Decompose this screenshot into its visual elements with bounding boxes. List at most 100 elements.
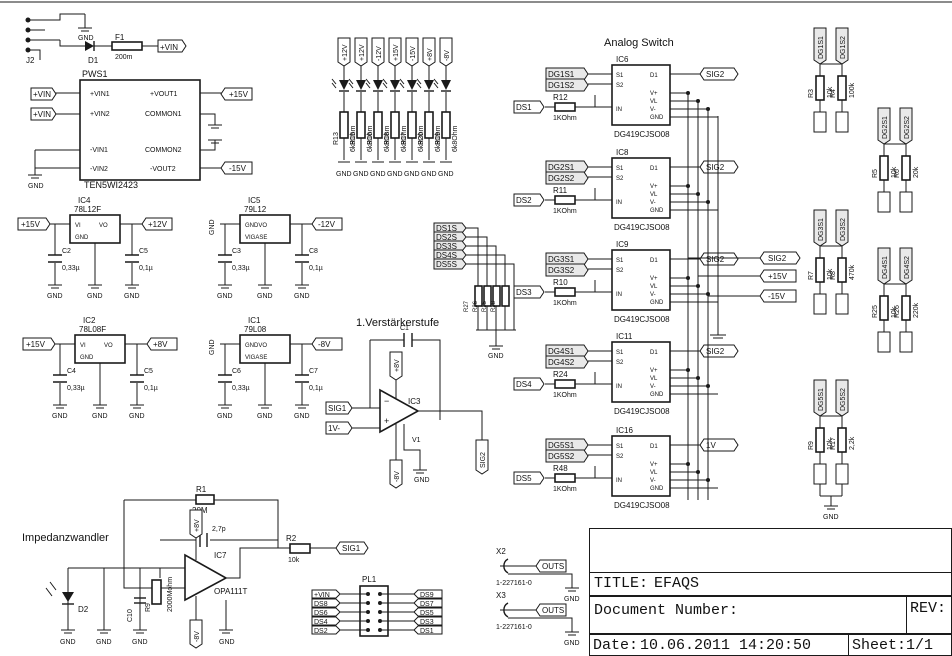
regulator-pin: VI [80,343,86,349]
switch-pin: D1 [650,73,658,79]
regulator-out-flag [311,337,343,351]
regulator-in-flag [17,217,51,231]
switch-pin: GND [650,486,664,492]
switch-out-flag [699,252,739,266]
header-right-flag [413,607,443,617]
switch-pin: IN [616,107,622,113]
r9-value: 2000Mohm [167,577,174,612]
led-symbol [441,80,451,90]
divider-resistor [815,75,825,101]
switch-pin: D1 [650,166,658,172]
conv-pin: +VOUT1 [150,91,178,98]
switch-pin: S2 [616,360,624,366]
switch-s2-flag [545,263,589,277]
cap-value: 0,33µ [62,265,80,272]
gnd-label: GND [257,413,273,420]
ic7-part: OPA111T [214,587,247,596]
divider-ref-flag [835,293,849,315]
divider-r1-value: 10k [891,166,898,178]
gnd-label: GND [217,413,233,420]
cap-value: 0,1µ [309,265,323,272]
cap-label: C7 [309,368,318,375]
header-left-label: DS8 [314,601,328,608]
analog-switch-ic9: IC9DG419CJSO08S1S2IND1V+VLV-GNDDG3S1DG3S… [513,240,739,324]
divider-r1-label: R9 [808,441,815,450]
switch-out-flag [699,160,739,174]
header-right-label: DS1 [420,628,434,635]
divider-flag-label: DG2S2 [904,116,911,139]
led-resistor [390,111,400,139]
header-right-flag [413,598,443,608]
gnd-label: GND [336,171,352,178]
led-rays [348,78,354,89]
regulator-caps [53,374,144,383]
switch-s2-flag [545,78,589,92]
gnd-label: GND [370,171,386,178]
divider-r2-value: 220k [913,302,920,318]
ground-symbol [258,284,272,289]
switch-pin: D1 [650,444,658,450]
resistor-r2 [289,543,311,554]
led-resistor-value: 6k8Ohm [452,125,459,152]
switch-resistor-ref: R12 [553,93,568,102]
led-resistor-ref: R19 [435,132,442,145]
r9-label: R9 [145,603,152,612]
d2-label: D2 [78,605,89,614]
switch-pin: V+ [650,91,658,97]
resistor-r9 [151,579,162,605]
divider-r2-label: R26 [894,305,901,318]
switch-out-label: SIG2 [706,255,725,264]
switch-ref: IC9 [616,240,629,249]
switch-pin: V+ [650,368,658,374]
ground-symbol [565,587,579,592]
switch-ref: IC6 [616,55,629,64]
switch-pin: IN [616,200,622,206]
flag-vin: +VIN [33,110,51,119]
gnd-label: GND [219,639,235,646]
header-left-label: DS2 [314,628,328,635]
cap-value: 0,1µ [144,385,158,392]
divider-flag-label: DG3S2 [840,218,847,241]
switch-resistor [554,102,576,112]
flag-15v: +15V [229,90,249,99]
switch-pin: IN [616,478,622,484]
switch-pin: V+ [650,462,658,468]
r2-value: 10k [288,557,300,564]
divider-ref-flag [813,293,827,315]
amp-vplus: +8V [394,359,401,372]
switch-pin: GND [650,115,664,121]
switch-pin: GND [650,208,664,214]
divider-flag [835,209,849,247]
switch-in-label: DS5 [516,474,532,483]
flag-15v: +15V [768,272,788,281]
switch-pin: V+ [650,184,658,190]
gnd-label: GND [404,171,420,178]
connector-ref: X3 [496,591,506,600]
led-resistor-ref: R15 [350,132,357,145]
cap-label: C5 [144,368,153,375]
gnd-label: GND [823,514,839,521]
switch-ref: IC16 [616,426,633,435]
header-left-flag [311,598,341,608]
switch-pin: V- [650,107,656,113]
ds-bus-flag [433,222,467,234]
flag-minus15v: -15V [229,164,247,173]
divider-ref-flag [813,111,827,133]
ic7-label: IC7 [214,551,227,560]
switch-pin: IN [616,292,622,298]
rev-label: REV: [910,600,947,617]
fuse-f1-label: F1 [115,33,125,42]
switch-resistor-value: 1KOhm [553,115,577,122]
switch-body [611,64,671,126]
connector-flag [535,603,567,617]
regulator-pin: VI [75,223,81,229]
divider-flag [835,379,849,417]
gnd-label: GND [438,171,454,178]
regulator-body [69,214,121,244]
led-rail-flag [388,37,402,67]
